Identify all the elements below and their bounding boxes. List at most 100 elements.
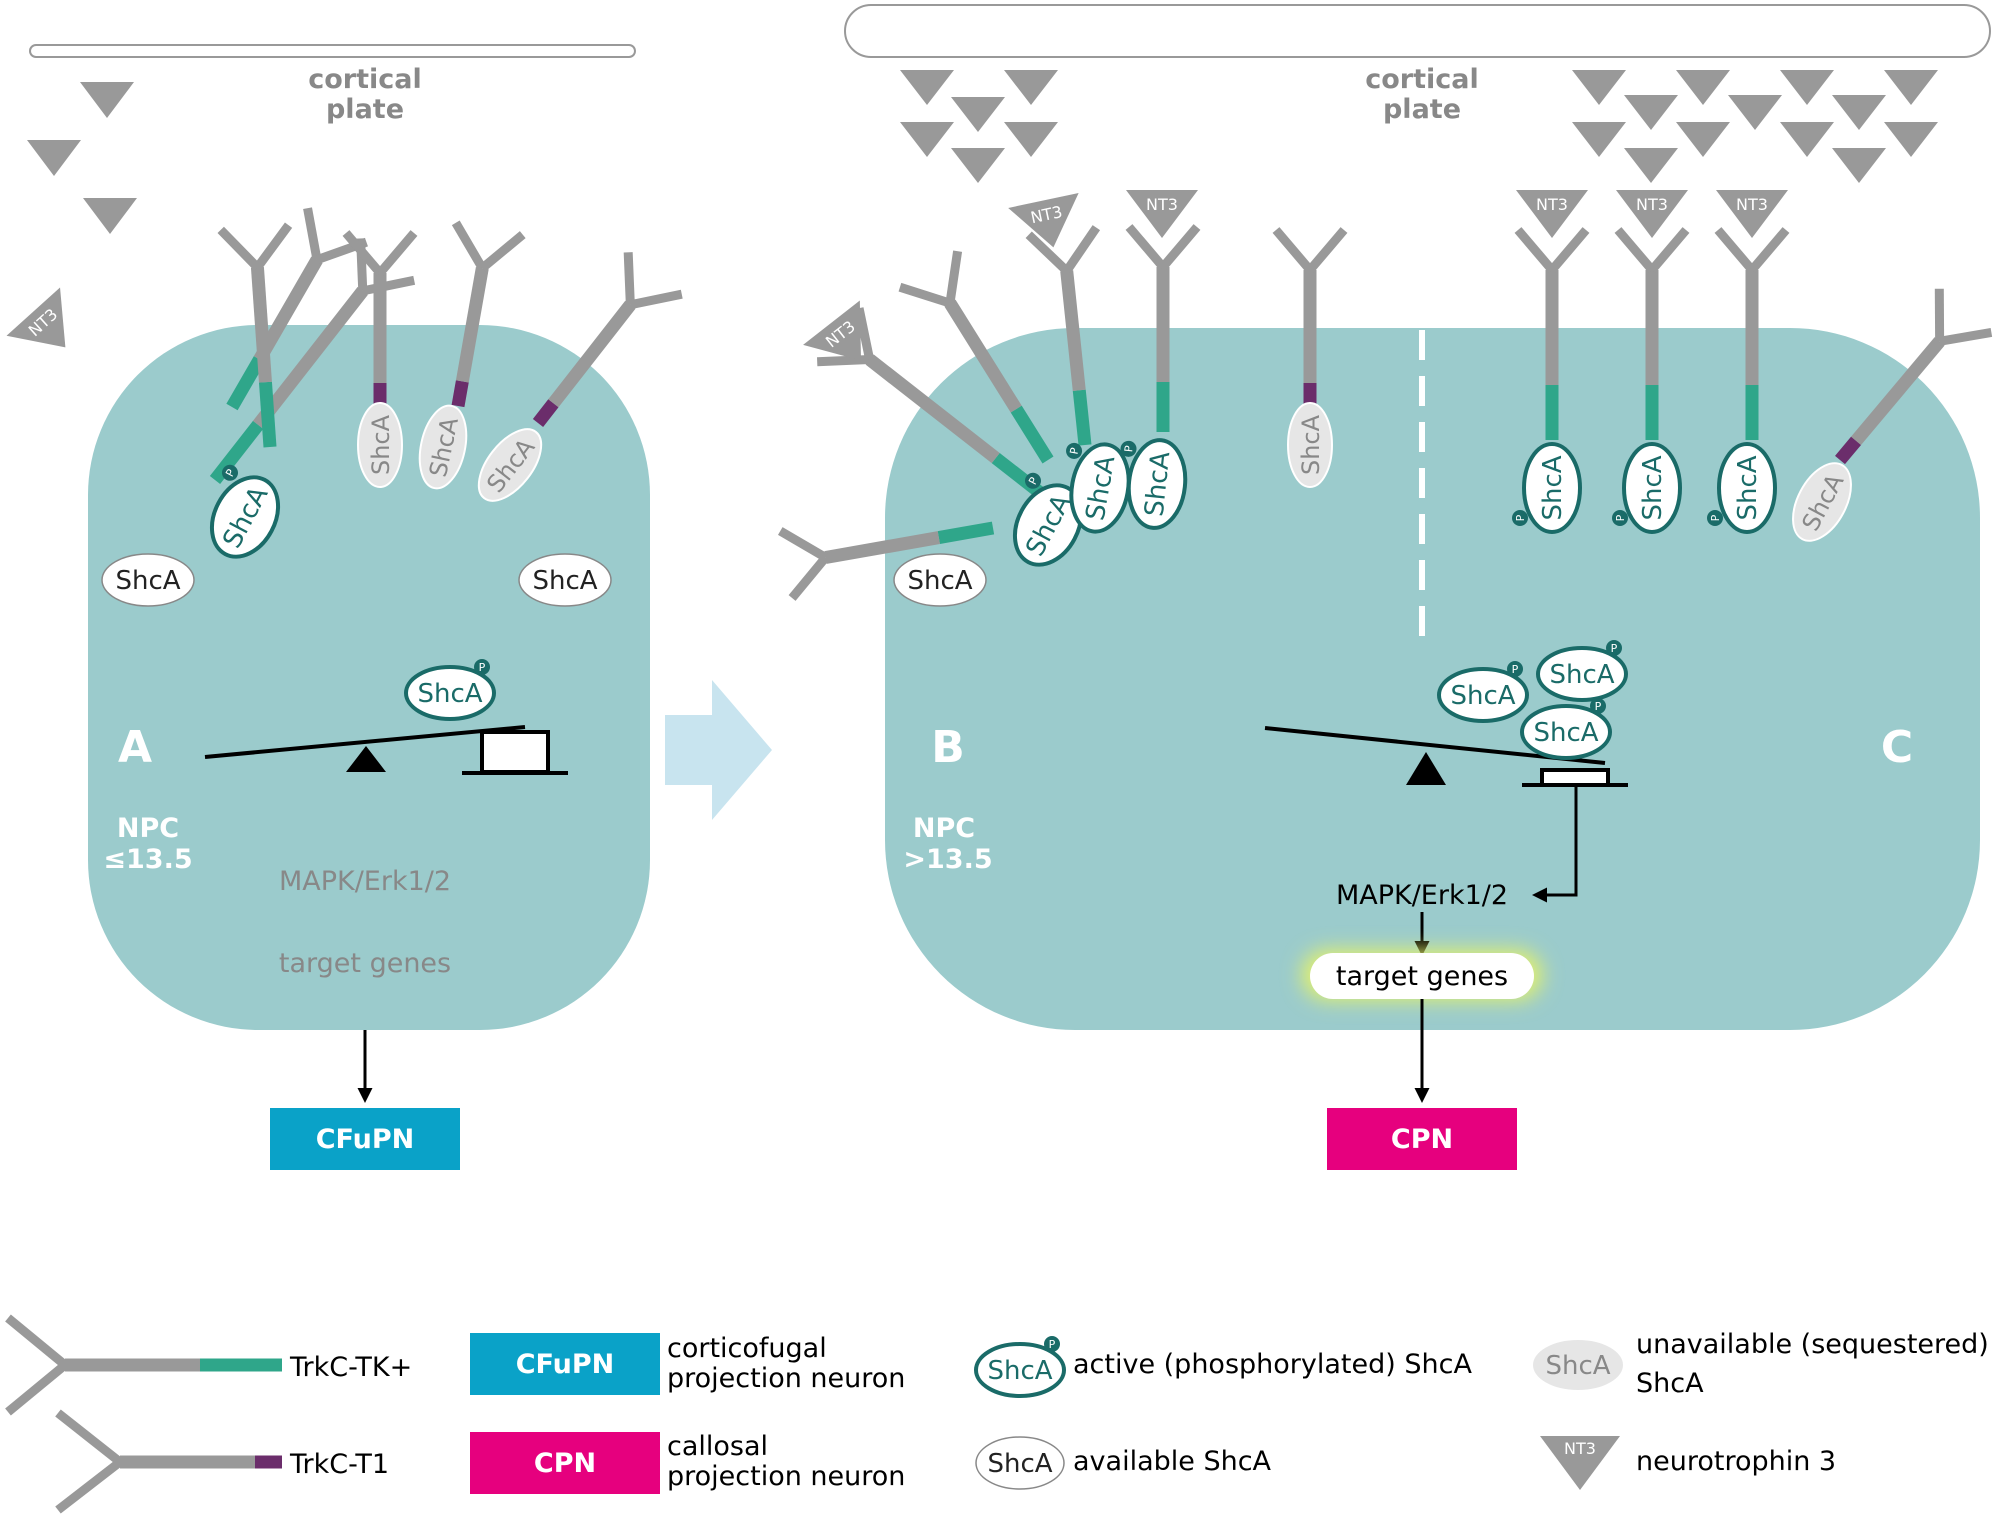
nt3-icon [1780,122,1834,157]
receptor-trkc-tk [217,222,293,448]
receptor-trkc-tk-bound [1025,225,1101,446]
available-shca: ShcA [518,553,612,607]
nt3-icon [1572,70,1626,105]
target-genes-label: target genes [1336,961,1508,992]
cortical-plate-label: cortical [1365,64,1479,95]
nt3-icon [1832,95,1886,130]
nt3-bound: NT3 [1008,192,1079,248]
mapk-label: MAPK/Erk1/2 [1336,880,1508,911]
target-genes-label: target genes [279,948,451,979]
cpn-box-label: CPN [1391,1124,1453,1155]
receptor-trkc-t1 [1272,227,1348,405]
legend-cpn-desc-2: projection neuron [667,1461,905,1492]
transition-arrow [665,680,772,820]
receptor-trkc-tk [898,250,1054,464]
cfupn-box-label: CFuPN [316,1124,415,1155]
legend-cfupn-desc: corticofugal [667,1333,827,1364]
svg-text:ShcA: ShcA [532,566,597,596]
npc-label: NPC [117,813,179,844]
svg-text:ShcA: ShcA [1549,660,1614,690]
legend-active-shca-icon: ShcA P [974,1336,1066,1398]
legend-trkc-t1-icon [55,1409,282,1514]
active-shca: ShcA P [1520,698,1612,760]
nt3-icon [1676,122,1730,157]
panel-bc: cortical plate [778,4,1993,1170]
legend-cfupn-desc-2: projection neuron [667,1363,905,1394]
svg-text:P: P [1512,663,1519,676]
active-shca: ShcA P [1536,640,1628,702]
nt3-icon [83,198,137,234]
svg-text:P: P [1068,446,1082,455]
cortical-plate-label-2: plate [326,94,404,125]
svg-text:NT3: NT3 [1536,195,1568,214]
receptor-trkc-tk-bound [1714,227,1790,440]
legend-trkc-t1-label: TrkC-T1 [289,1449,389,1480]
nt3-icon [80,82,134,118]
svg-text:ShcA: ShcA [1638,455,1668,520]
signal-arrow-to-mapk [1532,787,1578,903]
receptor-trkc-tk-bound [1125,224,1201,432]
receptor-trkc-tk-bound [816,307,1048,501]
nt3-icon [1832,148,1886,183]
sequestered-shca: ShcA [357,402,403,488]
nt3-icon [900,70,954,105]
npc-label: NPC [913,813,975,844]
legend-nt3-icon: NT3 [1540,1436,1620,1490]
receptor-trkc-tk-bound [1514,227,1590,440]
svg-text:ShcA: ShcA [115,566,180,596]
balance-bc: ShcA P ShcA P ShcA P [1264,640,1628,787]
receptor-trkc-t1 [1835,288,1993,465]
panel-a: cortical plate [6,44,683,1170]
nt3-icon [1624,95,1678,130]
svg-text:P: P [1709,514,1722,521]
receptor-trkc-t1 [451,220,526,408]
nt3-icon [1572,122,1626,157]
nt3-bound: NT3 [6,287,66,348]
nt3-icon [1728,95,1782,130]
legend-nt3-label: neurotrophin 3 [1636,1446,1836,1477]
nt3-icon [951,97,1005,132]
cpn-box [1327,1108,1517,1170]
legend-sequestered-shca-icon: ShcA [1531,1338,1625,1392]
panel-letter-c: C [1881,722,1913,773]
legend-cpn-box [470,1432,660,1494]
nt3-triangles [900,70,1938,183]
svg-text:P: P [1514,514,1527,521]
active-shca: ShcA P [1612,442,1682,534]
legend-available-shca-icon: ShcA [975,1436,1065,1490]
cortical-plate-label-2: plate [1383,94,1461,125]
svg-text:NT3: NT3 [1146,195,1178,214]
panel-letter-a: A [118,722,152,773]
cfupn-box [270,1108,460,1170]
mapk-label: MAPK/Erk1/2 [279,866,451,897]
active-shca: ShcA P [1512,442,1582,534]
active-shca: ShcA P [1437,661,1529,723]
legend: TrkC-TK+ TrkC-T1 CFuPN corticofugal proj… [5,1314,1989,1514]
svg-text:ShcA: ShcA [367,414,395,475]
legend-active-shca-label: active (phosphorylated) ShcA [1073,1349,1472,1380]
svg-text:P: P [1614,514,1627,521]
sequestered-shca: ShcA [1287,402,1333,488]
active-shca: ShcA P [1707,442,1777,534]
legend-cpn-desc: callosal [667,1431,768,1462]
available-shca: ShcA [101,553,195,607]
legend-trkc-tk-icon [5,1314,282,1416]
nt3-bound: NT3 [1516,190,1588,238]
legend-cfupn-box-label: CFuPN [516,1349,615,1380]
nt3-bound: NT3 [803,300,862,361]
nt3-icon [1004,122,1058,157]
legend-cfupn-box [470,1333,660,1395]
svg-text:ShcA: ShcA [987,1356,1052,1386]
svg-text:ShcA: ShcA [987,1449,1052,1479]
cortical-plate-bar [29,44,636,58]
npc-age-label: >13.5 [903,844,992,875]
svg-text:ShcA: ShcA [1450,681,1515,711]
receptor-trkc-t1 [532,252,683,428]
active-shca: ShcA P [404,659,496,721]
svg-text:ShcA: ShcA [1140,450,1177,518]
legend-trkc-tk-label: TrkC-TK+ [289,1352,412,1383]
svg-text:ShcA: ShcA [1733,455,1763,520]
nt3-bound: NT3 [1616,190,1688,238]
panel-letter-b: B [931,722,965,773]
nt3-icon [1780,70,1834,105]
